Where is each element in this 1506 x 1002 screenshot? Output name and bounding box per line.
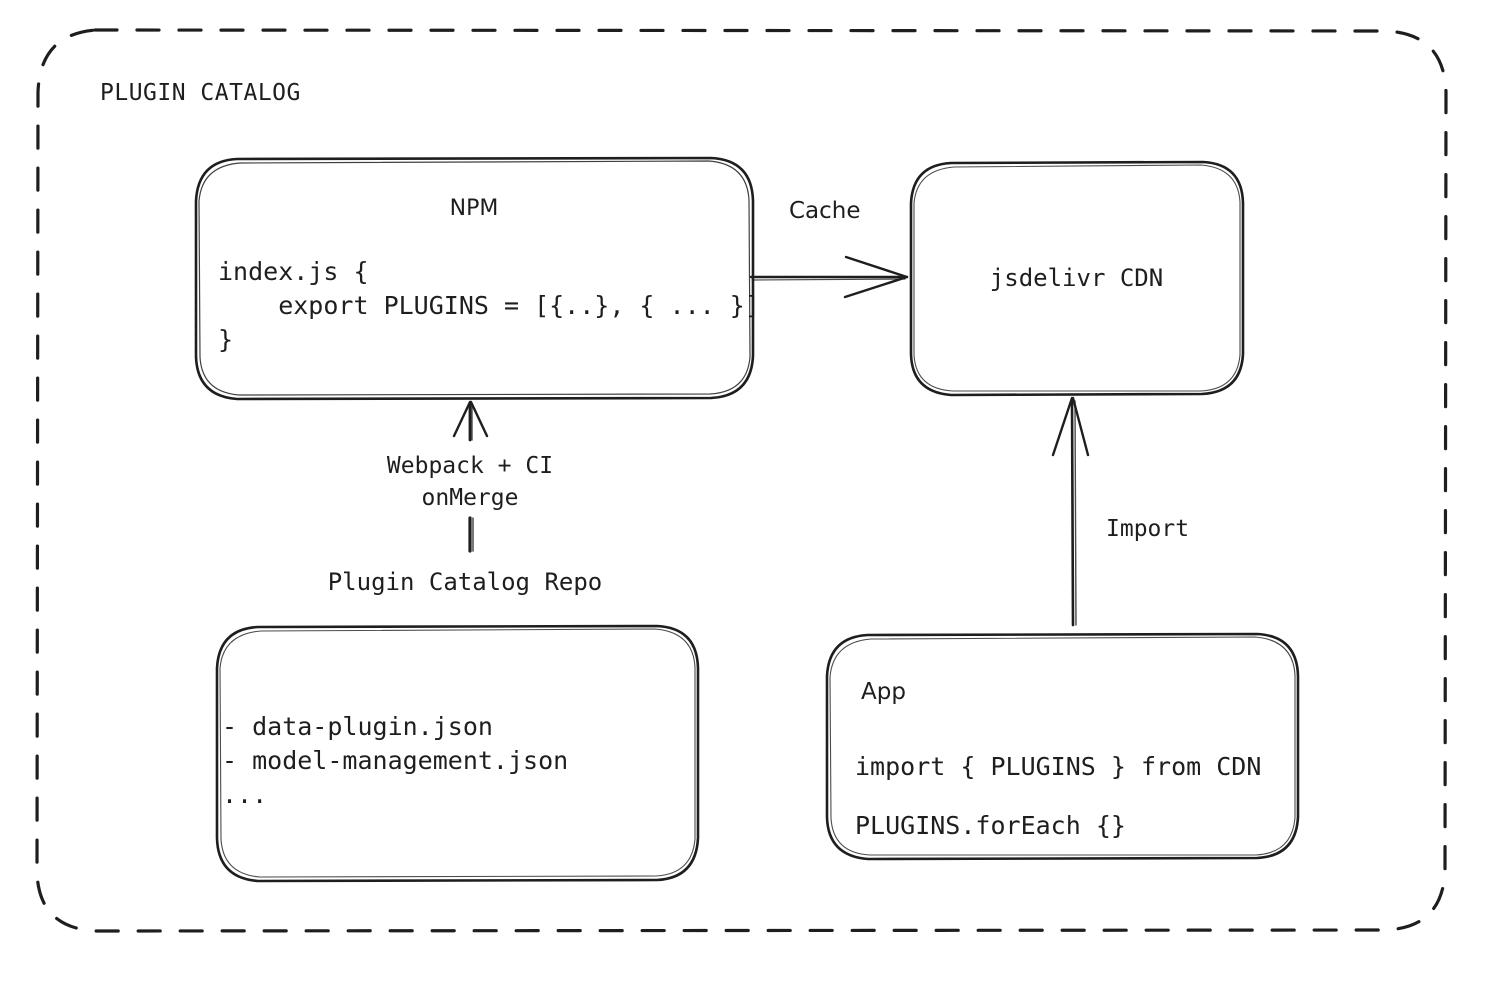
repo-file-line: - data-plugin.json xyxy=(222,712,493,741)
import-arrow xyxy=(1051,396,1090,627)
app-code-line: PLUGINS.forEach {} xyxy=(855,811,1126,840)
npm-box xyxy=(194,156,755,401)
repo-node-caption: Plugin Catalog Repo xyxy=(327,568,603,596)
npm-code-line: index.js { xyxy=(218,257,369,286)
app-code-line: import { PLUGINS } from CDN xyxy=(855,752,1262,781)
import-edge-label: Import xyxy=(1106,516,1190,542)
plugin-catalog-container xyxy=(35,28,1448,933)
cdn-box xyxy=(909,160,1245,397)
build-edge-label-line1: Webpack + CI xyxy=(386,453,554,479)
repo-file-list: - data-plugin.json - model-management.jso… xyxy=(222,710,568,812)
cdn-node-title: jsdelivr CDN xyxy=(989,264,1164,292)
npm-code-line: export PLUGINS = [{..}, { ... }] xyxy=(218,291,760,320)
build-edge-label: Webpack + CI onMerge xyxy=(280,450,660,514)
app-box xyxy=(825,632,1300,861)
npm-node-title: NPM xyxy=(449,196,499,221)
npm-code-line: } xyxy=(218,325,234,354)
repo-file-line: - model-management.json xyxy=(222,746,569,775)
cache-arrow xyxy=(749,255,909,299)
app-node-title: App xyxy=(861,679,906,705)
page-title: PLUGIN CATALOG xyxy=(100,80,301,106)
cache-edge-label: Cache xyxy=(789,198,861,224)
build-arrow xyxy=(452,400,489,553)
repo-box xyxy=(215,624,700,883)
app-code-block: import { PLUGINS } from CDN PLUGINS.forEa… xyxy=(855,737,1261,855)
npm-code-block: index.js { export PLUGINS = [{..}, { ...… xyxy=(218,255,760,357)
build-edge-label-line2: onMerge xyxy=(421,485,519,511)
repo-file-line: ... xyxy=(222,780,268,809)
